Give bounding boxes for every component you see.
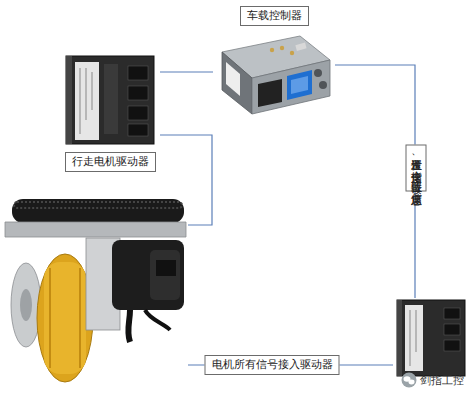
component-label: 行走电机驱动器: [65, 152, 156, 172]
component-node: 车载控制器: [213, 6, 335, 116]
watermark-icon: [402, 373, 417, 388]
component-label: 车载控制器: [240, 6, 309, 26]
drive-wheel-illustration: [5, 199, 186, 382]
connector-label: 电机所有信号接入驱动器: [205, 355, 340, 375]
driver-illustration: [397, 300, 465, 376]
controller-illustration: [222, 36, 330, 114]
component-node: [393, 298, 469, 378]
connector-line: [160, 71, 213, 72]
component-node: 行走电机驱动器: [60, 52, 160, 172]
connector-label: 发送位置、速度指令，读取位置、速度信息: [406, 145, 427, 192]
connector-line: [335, 65, 415, 298]
component-node: [3, 196, 188, 386]
connector-line: [160, 135, 212, 225]
driver-illustration: [66, 56, 154, 144]
watermark-text: 剑指工控: [420, 373, 464, 388]
